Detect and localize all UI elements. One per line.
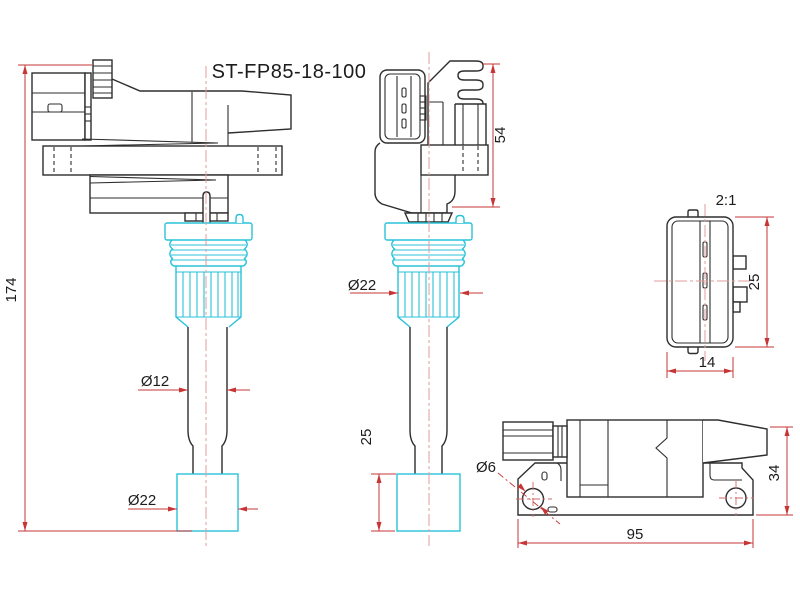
detail-side-tab-1 [732,255,747,270]
side-mount-flange [42,145,283,176]
side-connector-slot [47,103,63,113]
side-boot-flange [164,222,253,241]
detail-top-tab [687,209,699,217]
top-view [502,419,768,516]
front-boot-ribs [404,272,455,317]
top-connector-collar [552,425,568,458]
side-connector-body [31,72,86,141]
side-boot-cap [176,473,239,532]
connector-detail-view [666,209,748,355]
top-coil-body [566,419,704,498]
side-boot-ribs [182,272,239,317]
front-flange-band [420,144,489,176]
front-boot-nub [455,214,465,223]
detail-scale-label: 2:1 [716,192,737,209]
dim-label-barrel-diameter: Ø22 [348,277,376,294]
detail-bottom-tab [687,347,699,355]
side-shaft [187,327,194,474]
top-body-notch [655,420,668,497]
dim-label-cap-height: 25 [358,429,375,446]
dim-label-connector-height: 25 [746,274,763,291]
dim-label-total-height: 174 [3,277,20,302]
front-comb-bracket [427,60,484,145]
front-shaft [409,327,416,474]
dim-label-connector-width: 14 [699,354,716,371]
top-slot-small-2 [547,506,558,513]
hole-diameter-leader [497,472,561,525]
front-foot [403,212,454,223]
front-view [374,60,489,532]
detail-side-tab-2 [732,286,748,303]
dim-label-shaft-diameter: Ø12 [141,373,169,390]
front-bracket-block [454,103,487,145]
front-lower-body [374,142,456,214]
dimensions [18,63,793,548]
side-boot-nub [235,213,244,223]
dim-label-overall-length: 95 [627,526,644,543]
dim-label-head-height: 54 [492,127,509,144]
side-boot-barrel [175,266,242,328]
top-body-nose [702,419,768,464]
side-view [31,59,292,532]
side-main-body [111,78,292,134]
part-number-title: ST-FP85-18-100 [212,61,367,83]
top-connector [502,421,554,461]
front-boot-barrel [397,266,460,328]
detail-side-tab-3 [732,301,741,313]
dim-label-hole-diameter: Ø6 [476,459,496,476]
side-body-skirt [81,138,219,147]
dim-label-side-boot-diameter: Ø22 [128,492,156,509]
dim-label-body-height: 34 [766,465,783,482]
centerlines [205,52,754,546]
top-slot-small-1 [541,471,548,481]
